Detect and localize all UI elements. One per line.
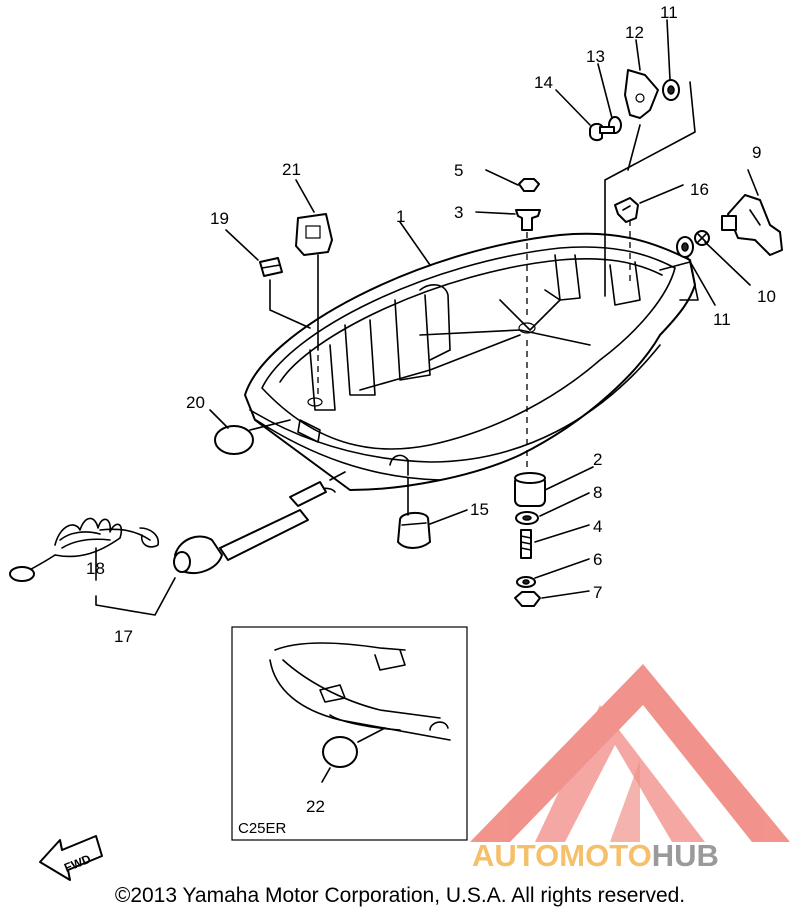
callout-13: 13 [586,47,605,66]
inset-label: C25ER [238,820,287,837]
callout-17: 17 [114,627,133,646]
copyright-notice: ©2013 Yamaha Motor Corporation, U.S.A. A… [114,884,686,907]
lever-assembly [676,194,783,258]
callout-22: 22 [306,797,325,816]
cap-15 [397,512,431,549]
watermark-part1: AUTOMOTO [472,838,652,873]
callout-11-lower: 11 [713,310,731,329]
fwd-arrow-icon [39,835,103,881]
callout-4: 4 [593,517,602,536]
callout-2: 2 [593,450,602,469]
callout-1: 1 [396,207,405,226]
callout-15: 15 [470,500,489,519]
clip-parts [259,213,333,277]
part-16-hook [614,197,639,223]
watermark-text: AUTOMOTOHUB [472,838,719,873]
callout-3: 3 [454,203,463,222]
callout-labels: 1 2 3 4 5 6 7 8 9 10 11 11 12 13 14 15 1… [62,3,776,875]
callout-8: 8 [593,483,602,502]
watermark-part2: HUB [652,838,719,873]
callout-18: 18 [86,559,105,578]
watermark-logo [470,664,790,842]
leader-lines [95,19,759,616]
callout-14: 14 [534,73,553,92]
cowl-hook-assembly [589,69,680,142]
callout-6: 6 [593,550,602,569]
lower-cowling [244,232,699,491]
inset-c25er [231,626,468,841]
callout-11-upper: 11 [660,3,678,22]
callout-5: 5 [454,161,463,180]
mount-stack [514,472,546,607]
callout-7: 7 [593,583,602,602]
callout-21: 21 [282,160,301,179]
top-grommet [515,178,541,231]
callout-10: 10 [757,287,776,306]
callout-12: 12 [625,23,644,42]
callout-9: 9 [752,143,761,162]
stop-switch-lanyard [9,471,346,582]
callout-16: 16 [690,180,709,199]
plug-20 [214,425,254,455]
callout-19: 19 [210,209,229,228]
callout-20: 20 [186,393,205,412]
